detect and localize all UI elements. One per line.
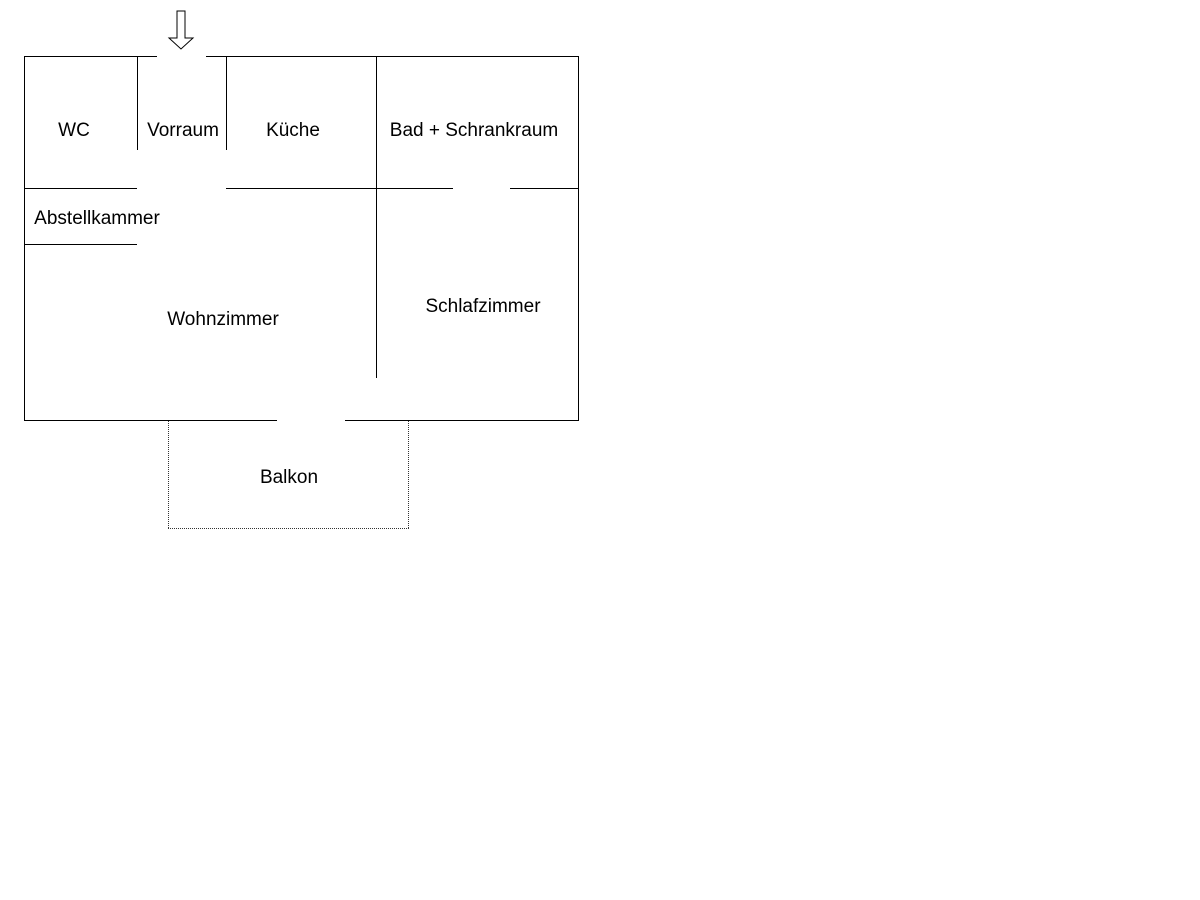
room-label-schlafzimmer: Schlafzimmer [425, 296, 541, 317]
balcony-outline [168, 421, 409, 529]
interior-walls [24, 56, 579, 378]
room-label-bad: Bad + Schrankraum [390, 120, 558, 141]
room-label-vorraum: Vorraum [147, 120, 219, 141]
room-label-balkon: Balkon [260, 467, 318, 488]
room-label-wohnzimmer: Wohnzimmer [167, 309, 279, 330]
room-label-abstellkammer: Abstellkammer [34, 208, 160, 229]
room-label-kueche: Küche [266, 120, 320, 141]
entrance-arrow-icon [167, 10, 195, 50]
outer-walls [24, 56, 579, 421]
room-label-wc: WC [58, 120, 90, 141]
